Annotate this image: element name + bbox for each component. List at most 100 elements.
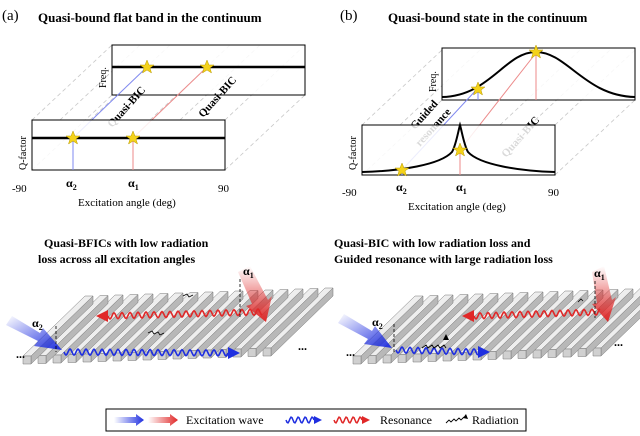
grating-ridge-front (502, 350, 512, 360)
resonance-wave-left (107, 308, 263, 320)
bottom-left-alpha1-sub: 1 (250, 271, 254, 280)
grating-right (352, 288, 640, 365)
panel-a-qfactor-label: Q-factor (18, 135, 29, 170)
radiation-arrow (182, 293, 194, 298)
legend-radiation-icon (445, 416, 465, 424)
panel-b-star (394, 162, 410, 177)
resonance-wave-blue-right (395, 346, 479, 356)
panel-a-star (65, 130, 81, 145)
panel-b-star (452, 142, 468, 157)
grating-ridge-front (97, 353, 107, 362)
grating-ridge-front (67, 354, 77, 363)
grating-ridge-front (247, 348, 257, 357)
bottom-right-alpha1-sub: 1 (601, 273, 605, 282)
svg-text:α2: α2 (32, 316, 43, 332)
bottom-right-caption-2: Guided resonance with large radiation lo… (334, 252, 553, 266)
panel-a-alpha1: α (128, 176, 135, 190)
resonance-wave-blue-left (63, 347, 229, 358)
bottom-right-alpha1: α (594, 266, 601, 280)
resonance-arrowhead (96, 310, 108, 322)
panel-b-xlabel: Excitation angle (deg) (408, 201, 506, 213)
grating-ridge-front (412, 353, 422, 363)
excitation-arrow-blue (6, 316, 62, 350)
legend: Excitation wave Resonance Radiation (105, 408, 527, 432)
svg-text:α1: α1 (456, 180, 467, 196)
grating-ridge-front (547, 349, 557, 358)
radiation-arrowhead (443, 334, 449, 340)
panel-b-q-curve (361, 121, 556, 173)
grating-ridge-front (397, 354, 407, 363)
legend-radiation-label: Radiation (472, 413, 519, 427)
panel-a-xmax: 90 (218, 183, 230, 195)
panel-b-freq-label: Freq. (428, 71, 439, 92)
grating-ridge-front (382, 354, 392, 364)
panel-a-title: Quasi-bound flat band in the continuum (38, 10, 262, 25)
panel-b: (b) Quasi-bound state in the continuum F… (340, 8, 636, 213)
panel-a-label: (a) (2, 8, 19, 24)
grating-ridge-front (37, 355, 47, 364)
grating-ridge-front (352, 355, 362, 365)
grating-ridge-front (487, 351, 497, 360)
bottom-left-alpha2: α (32, 316, 39, 330)
resonance-wave-right (473, 308, 601, 320)
legend-excitation-blue (114, 414, 144, 426)
excitation-arrow-red (592, 266, 616, 322)
panel-a-q-box (31, 119, 226, 171)
panel-a-freq-label: Freq. (98, 67, 109, 88)
panel-b-title: Quasi-bound state in the continuum (388, 10, 588, 25)
grating-ridge-front (532, 349, 542, 359)
resonance-arrowhead (462, 310, 474, 322)
bottom-right-alpha2: α (372, 315, 379, 329)
excitation-arrow-blue (338, 314, 392, 348)
panel-b-star (528, 44, 544, 59)
panel-a-star (139, 59, 155, 74)
panel-b-xmax: 90 (548, 187, 560, 199)
ellipsis: ... (614, 335, 623, 349)
panel-a-star (199, 59, 215, 74)
panel-a-alpha1-sub: 1 (135, 183, 139, 192)
bottom-left-caption-1: Quasi-BFICs with low radiation (44, 236, 209, 250)
panel-a-alpha2: α (66, 176, 73, 190)
resonance-arrowhead (228, 347, 240, 359)
panel-b-alpha2: α (396, 180, 403, 194)
grating-ridge-front (577, 348, 587, 357)
legend-excitation-label: Excitation wave (186, 413, 264, 427)
legend-resonance-red (333, 416, 363, 424)
grating-ridge-front (517, 350, 527, 359)
ellipsis: ... (16, 347, 25, 361)
panel-b-alpha2-sub: 2 (403, 187, 407, 196)
panel-a-xlabel: Excitation angle (deg) (78, 197, 176, 209)
svg-text:α2: α2 (66, 176, 77, 192)
radiation-arrow (421, 344, 447, 349)
panel-b-star (470, 81, 486, 96)
legend-excitation-red (148, 414, 178, 426)
panel-b-alpha1-sub: 1 (463, 187, 467, 196)
bottom-right: Quasi-BIC with low radiation loss and Gu… (334, 236, 640, 365)
grating-ridge-front (22, 355, 32, 365)
panel-a-star (125, 130, 141, 145)
grating-ridge-front (562, 348, 572, 358)
bottom-right-caption-1: Quasi-BIC with low radiation loss and (334, 236, 531, 250)
panel-a-alpha2-sub: 2 (73, 183, 77, 192)
panel-a: (a) Quasi-bound flat band in the continu… (2, 8, 306, 209)
resonance-arrowhead (478, 346, 490, 358)
radiation-arrow (577, 298, 584, 303)
grating-ridge-front (52, 354, 62, 364)
svg-text:α1: α1 (128, 176, 139, 192)
grating-ridge-front (262, 347, 272, 357)
bottom-left-alpha2-sub: 2 (39, 323, 43, 332)
panel-b-qfactor-label: Q-factor (348, 135, 359, 170)
svg-text:α1: α1 (243, 264, 254, 280)
svg-text:α2: α2 (372, 315, 383, 331)
grating-ridge-front (442, 352, 452, 362)
panel-b-xmin: -90 (342, 187, 357, 199)
bottom-left-alpha1: α (243, 264, 250, 278)
svg-text:α1: α1 (594, 266, 605, 282)
bottom-left-caption-2: loss across all excitation angles (38, 252, 195, 266)
grating-left (22, 287, 334, 365)
excitation-arrow-red (238, 266, 272, 322)
ellipsis: ... (298, 339, 307, 353)
bottom-right-alpha2-sub: 2 (379, 322, 383, 331)
grating-ridge-front (427, 353, 437, 362)
